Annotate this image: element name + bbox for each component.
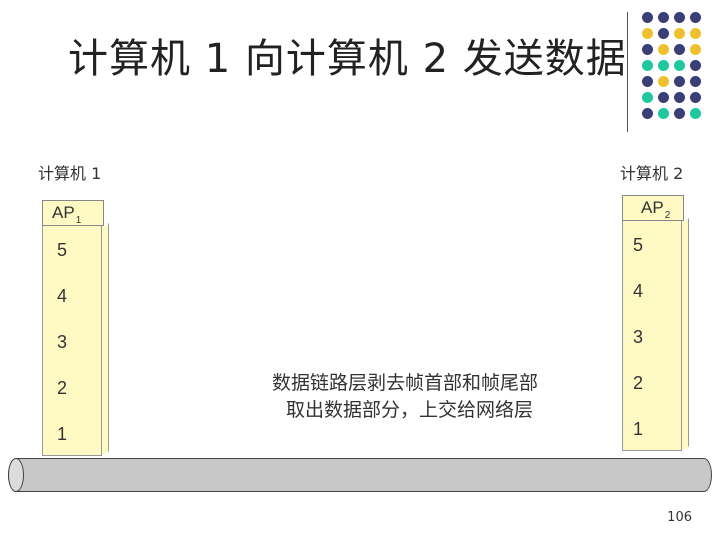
decorative-dot [674,44,685,55]
decorative-dot [658,108,669,119]
right-layer-1-label: 1 [633,419,644,439]
right-layer-5: 5 [622,221,682,267]
left-layer-2: 2 [42,364,102,410]
left-computer-label: 计算机 1 [38,164,102,183]
decorative-dot [690,76,701,87]
decorative-dot [642,108,653,119]
right-ap-text: AP [641,198,664,217]
left-ap-text: AP [52,203,75,222]
page-number: 106 [667,510,692,525]
decorative-dot [690,44,701,55]
right-layer-3: 3 [622,313,682,359]
decorative-dot [658,60,669,71]
decorative-dot [658,28,669,39]
decorative-dot [690,28,701,39]
left-layer-3: 3 [42,318,102,364]
annotation-line-2: 取出数据部分，上交给网络层 [286,399,534,421]
left-layer-1: 1 [42,410,102,456]
left-layer-5-label: 5 [57,240,68,260]
right-layer-2-label: 2 [633,373,644,393]
right-layer-1: 1 [622,405,682,451]
decorative-dot [658,44,669,55]
decorative-dot [642,12,653,23]
decorative-dot [642,60,653,71]
left-stack-side [102,223,109,456]
right-computer-label: 计算机 2 [620,164,684,183]
decorative-dot [674,28,685,39]
slide-title: 计算机 1 向计算机 2 发送数据 [68,36,627,82]
network-cable [8,458,712,492]
decorative-dot [674,76,685,87]
decorative-dot [642,76,653,87]
right-ap-box: AP2 [622,195,684,221]
network-cable-end [8,458,24,492]
right-layer-2: 2 [622,359,682,405]
decorative-dot [642,28,653,39]
decorative-dot [674,108,685,119]
left-layer-4: 4 [42,272,102,318]
right-layer-5-label: 5 [633,235,644,255]
decorative-dot [674,60,685,71]
left-ap-subscript: 1 [75,215,82,226]
decorative-dot [658,12,669,23]
decorative-dot [642,44,653,55]
left-ap-box: AP1 [42,200,104,226]
decorative-dot [674,12,685,23]
decorative-dot [690,12,701,23]
left-layer-4-label: 4 [57,286,68,306]
decorative-dot [642,92,653,103]
decorative-divider [627,12,628,132]
decorative-dot [658,92,669,103]
left-layer-2-label: 2 [57,378,68,398]
decorative-dot [690,108,701,119]
left-layer-5: 5 [42,226,102,272]
right-layer-3-label: 3 [633,327,644,347]
decorative-dot [658,76,669,87]
right-stack-side [682,218,689,451]
annotation-line-1: 数据链路层剥去帧首部和帧尾部 [272,372,539,394]
left-layer-1-label: 1 [57,424,68,444]
right-layer-4-label: 4 [633,281,644,301]
right-layer-4: 4 [622,267,682,313]
annotation-text: 数据链路层剥去帧首部和帧尾部 取出数据部分，上交给网络层 [272,370,538,424]
right-ap-subscript: 2 [664,210,671,221]
left-layer-3-label: 3 [57,332,68,352]
decorative-dot [690,92,701,103]
decorative-dot [690,60,701,71]
decorative-dot [674,92,685,103]
